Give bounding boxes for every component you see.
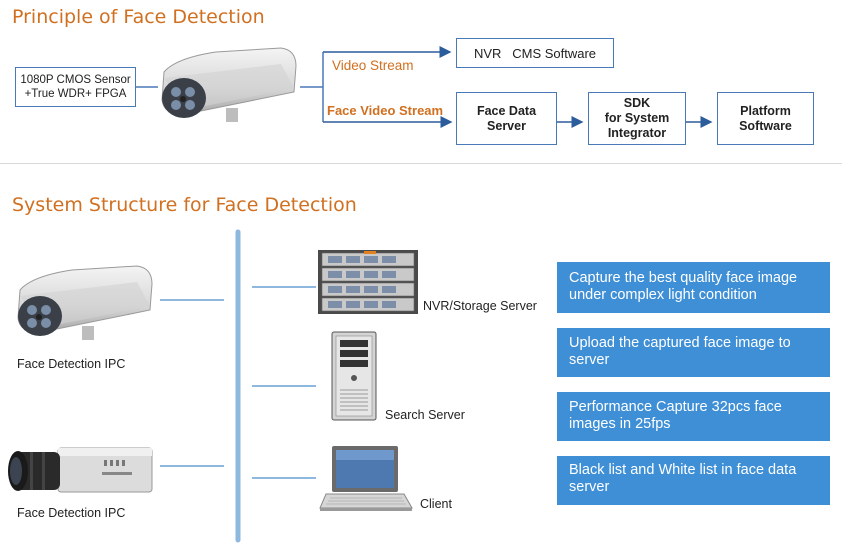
tower-server-icon — [331, 331, 377, 421]
platform-line1: Platform — [740, 103, 791, 118]
sdk-box: SDK for System Integrator — [588, 92, 686, 145]
ipc1-label: Face Detection IPC — [17, 357, 126, 371]
client-label: Client — [420, 497, 452, 511]
video-stream-label: Video Stream — [332, 58, 414, 73]
face-video-stream-label: Face Video Stream — [327, 103, 444, 118]
nvr-storage-server-label: NVR/Storage Server — [423, 299, 537, 313]
feature-box-1: Capture the best quality face image unde… — [557, 262, 830, 313]
feature-box-4: Black list and White list in face data s… — [557, 456, 830, 505]
principle-title: Principle of Face Detection — [12, 6, 265, 28]
rack-server-icon — [318, 250, 418, 314]
sensor-line2: +True WDR+ FPGA — [24, 88, 127, 100]
bullet-camera-icon — [8, 447, 153, 493]
face-data-line1: Face Data — [476, 103, 537, 118]
laptop-icon — [319, 446, 413, 511]
nvr-cms-box: NVR CMS Software — [456, 38, 614, 68]
nvr-cms-label: NVR CMS Software — [473, 45, 597, 61]
sdk-line2: for System — [604, 111, 670, 125]
face-data-line2: Server — [487, 118, 526, 133]
feature-box-2: Upload the captured face image to server — [557, 328, 830, 377]
feature-box-3: Performance Capture 32pcs face images in… — [557, 392, 830, 441]
platform-line2: Software — [739, 118, 792, 133]
box-camera-icon — [17, 265, 153, 340]
sdk-line3: Integrator — [607, 126, 667, 140]
sensor-line1: 1080P CMOS Sensor — [20, 74, 131, 86]
box-camera-icon — [161, 47, 297, 122]
sensor-box: 1080P CMOS Sensor +True WDR+ FPGA — [15, 67, 136, 107]
system-structure-title: System Structure for Face Detection — [12, 194, 357, 216]
platform-software-box: Platform Software — [717, 92, 814, 145]
section-divider — [0, 163, 842, 164]
ipc2-label: Face Detection IPC — [17, 506, 126, 520]
search-server-label: Search Server — [385, 408, 465, 422]
face-data-server-box: Face Data Server — [456, 92, 557, 145]
sdk-line1: SDK — [623, 96, 651, 110]
